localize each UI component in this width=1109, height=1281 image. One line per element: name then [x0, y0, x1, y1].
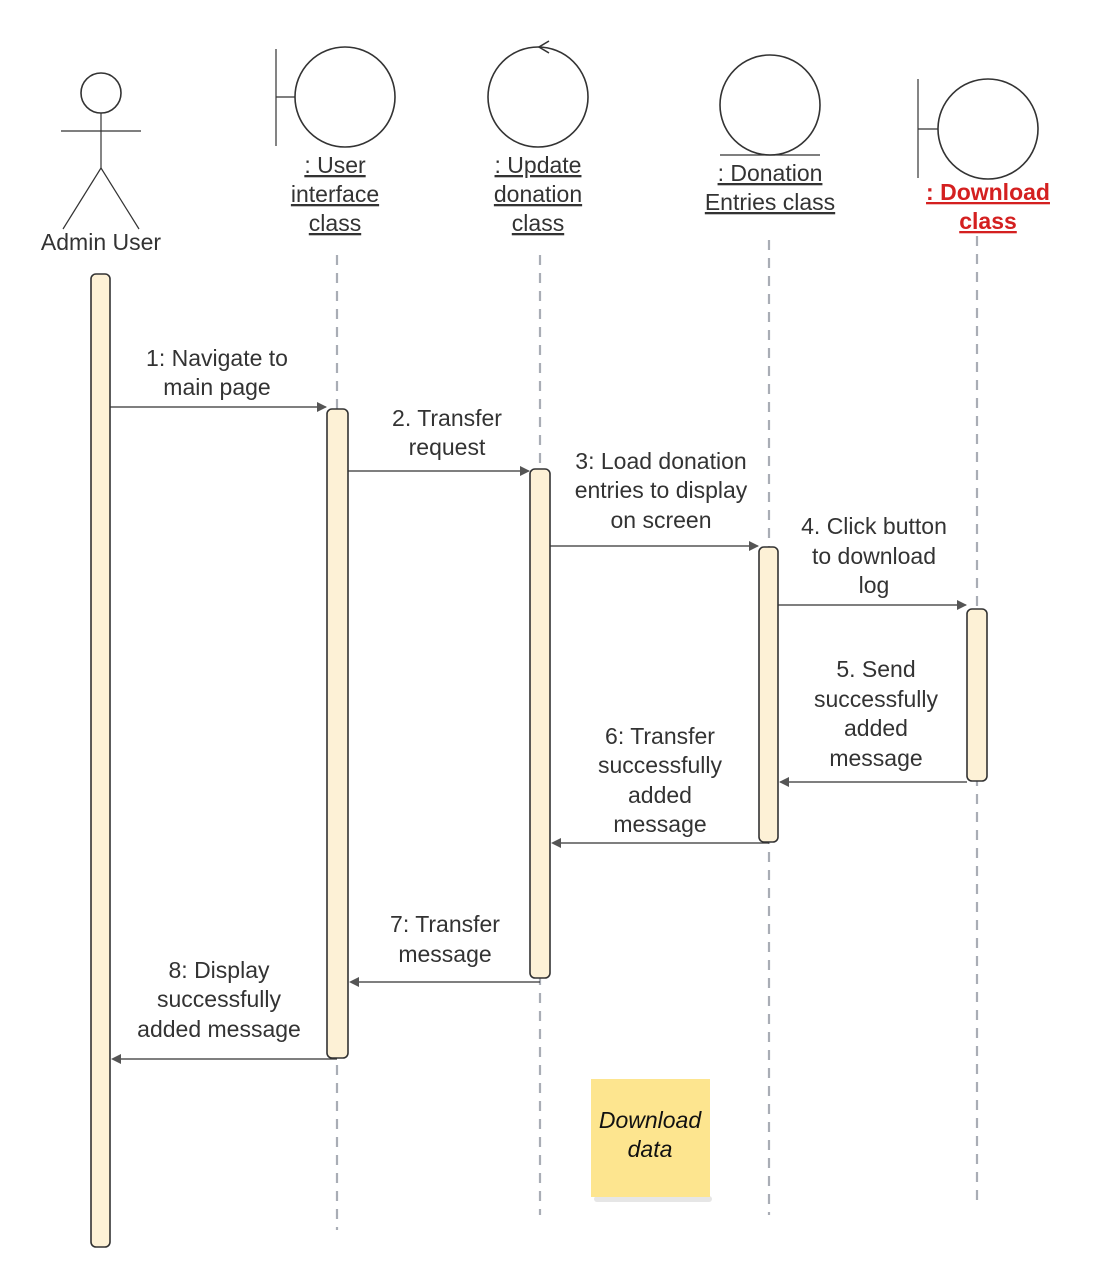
object-label-line: : Donation [718, 160, 823, 186]
message-4: 4. Click button to download log [778, 513, 967, 610]
object-label-line: : Download [926, 179, 1050, 205]
message-label-line: 3: Load donation [575, 448, 746, 474]
arrowhead-icon [957, 600, 967, 610]
message-label-line: 8: Display [169, 957, 270, 983]
object-label-line: : User [304, 152, 366, 178]
message-label-line: added [628, 782, 692, 808]
activation-donation-entries [758, 546, 779, 843]
message-label-line: 5. Send [836, 656, 915, 682]
message-label-line: 4. Click button [801, 513, 947, 539]
object-update-donation: : Update donation class [487, 40, 589, 236]
arrowhead-icon [551, 838, 561, 848]
message-5: 5. Send successfully added message [779, 656, 967, 787]
actor-left-leg [62, 167, 102, 230]
arrowhead-icon [779, 777, 789, 787]
message-label-line: successfully [598, 752, 722, 778]
message-6: 6: Transfer successfully added message [551, 723, 769, 848]
note-shadow [594, 1196, 712, 1202]
control-icon [487, 46, 589, 148]
message-label-line: 7: Transfer [390, 911, 500, 937]
actor-admin-user: Admin User [41, 72, 161, 255]
message-label-line: 6: Transfer [605, 723, 715, 749]
control-arrow-icon [537, 40, 550, 54]
message-7: 7: Transfer message [349, 911, 540, 987]
boundary-icon [937, 78, 1039, 180]
actor-right-leg [100, 167, 140, 230]
message-label-line: added message [137, 1016, 301, 1042]
message-label-line: message [613, 811, 706, 837]
object-donation-entries: : Donation Entries class [705, 54, 835, 215]
activation-user-interface [326, 408, 349, 1059]
message-label-line: main page [163, 374, 270, 400]
actor-head-icon [80, 72, 122, 114]
message-label-line: message [398, 941, 491, 967]
message-3: 3: Load donation entries to display on s… [550, 448, 759, 551]
sticky-note: Download data [591, 1079, 712, 1202]
arrowhead-icon [749, 541, 759, 551]
message-label-line: message [829, 745, 922, 771]
message-label-line: log [859, 572, 890, 598]
activation-download [966, 608, 988, 782]
message-label-line: request [409, 434, 486, 460]
arrowhead-icon [317, 402, 327, 412]
message-1: 1: Navigate to main page [110, 345, 327, 412]
object-user-interface: : User interface class [275, 46, 396, 236]
object-download: : Download class [917, 78, 1050, 234]
note-text-line: Download [599, 1107, 702, 1133]
object-label-line: interface [291, 181, 379, 207]
message-2: 2. Transfer request [348, 405, 530, 476]
arrowhead-icon [520, 466, 530, 476]
object-label-line: Entries class [705, 189, 835, 215]
message-label-line: 2. Transfer [392, 405, 502, 431]
message-label-line: added [844, 715, 908, 741]
note-text-line: data [628, 1136, 673, 1162]
actor-label: Admin User [41, 229, 161, 255]
message-label-line: on screen [610, 507, 711, 533]
activation-admin-user [90, 273, 111, 1248]
message-8: 8: Display successfully added message [111, 957, 337, 1064]
activation-update-donation [529, 468, 551, 979]
arrowhead-icon [349, 977, 359, 987]
arrowhead-icon [111, 1054, 121, 1064]
message-label-line: 1: Navigate to [146, 345, 288, 371]
object-label-line: donation [494, 181, 582, 207]
object-label-line: class [512, 210, 564, 236]
entity-icon [719, 54, 821, 156]
message-label-line: entries to display [575, 477, 748, 503]
message-label-line: successfully [157, 986, 281, 1012]
note-background [591, 1079, 710, 1197]
message-label-line: to download [812, 543, 936, 569]
boundary-icon [294, 46, 396, 148]
object-label-line: : Update [495, 152, 582, 178]
message-label-line: successfully [814, 686, 938, 712]
object-label-line: class [309, 210, 361, 236]
object-label-line: class [959, 208, 1017, 234]
